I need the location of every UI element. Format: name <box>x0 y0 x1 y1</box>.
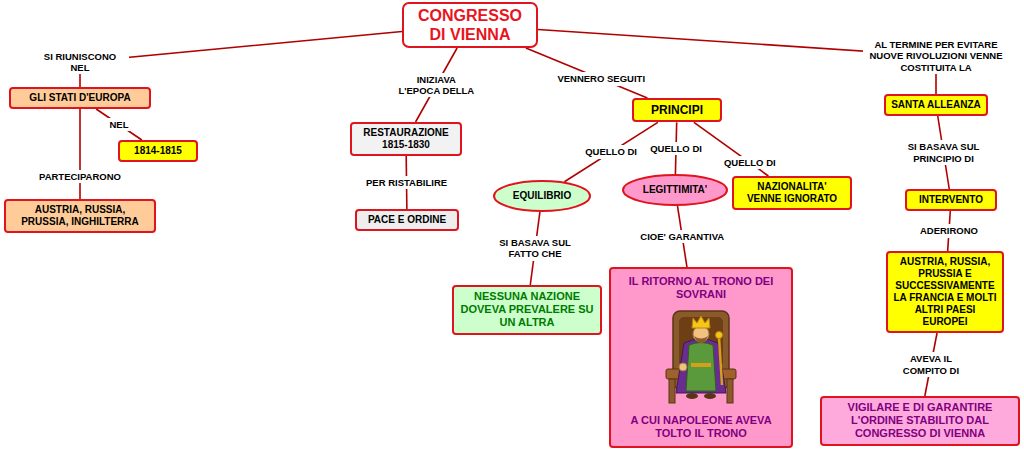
connector <box>96 109 142 140</box>
node-text: LEGITTIMITA' <box>634 184 716 196</box>
edge-label: SI BASAVA SUL FATTO CHE <box>493 236 577 261</box>
edge-label: CIOE' GARANTIVA <box>637 230 727 243</box>
topic-box: GLI STATI D'EUROPA <box>9 87 151 109</box>
edge-label: PARTECIPARONO <box>36 170 124 183</box>
edge-label: ADERIRONO <box>917 224 981 237</box>
ellipse-shape <box>623 175 727 205</box>
edge-label: SI BASAVA SUL PRINCIPIO DI <box>896 140 992 165</box>
node-text: A CUI NAPOLEONE AVEVA TOLTO IL TRONO <box>617 414 785 440</box>
node-text: RESTAURAZIONE 1815-1830 <box>357 127 455 151</box>
topic-box: NAZIONALITA' VENNE IGNORATO <box>732 176 852 210</box>
node-text: NESSUNA NAZIONE DOVEVA PREVALERE SU UN A… <box>459 290 595 330</box>
node-text: VIGILARE E DI GARANTIRE L'ORDINE STABILI… <box>827 401 1013 441</box>
node-text: PACE E ORDINE <box>362 214 452 226</box>
node-text: GLI STATI D'EUROPA <box>16 92 144 104</box>
node-text: NAZIONALITA' VENNE IGNORATO <box>739 181 845 205</box>
topic-box: AUSTRIA, RUSSIA, PRUSSIA, INGHILTERRA <box>4 199 156 233</box>
topic-box: SANTA ALLEANZA <box>884 94 988 116</box>
main-topic-box: CONGRESSO DI VIENNA <box>402 2 538 48</box>
node-text: CONGRESSO DI VIENNA <box>409 6 531 44</box>
edge-label: SI RIUNISCONO NEL <box>31 50 129 75</box>
picture-box: IL RITORNO AL TRONO DEI SOVRANI A CUI NAP… <box>609 267 793 448</box>
king-illustration <box>656 307 746 407</box>
edge-label: QUELLO DI <box>647 142 705 155</box>
connector <box>526 48 647 98</box>
node-text: SANTA ALLEANZA <box>891 99 981 111</box>
edge-label: NEL <box>107 118 132 131</box>
node-text: INTERVENTO <box>912 194 990 206</box>
date-box: 1814-1815 <box>118 140 198 162</box>
ellipse-shape <box>494 181 590 211</box>
principle-ellipse: EQUILIBRIO <box>493 180 591 212</box>
edge-label: QUELLO DI <box>721 156 779 169</box>
topic-box: VIGILARE E DI GARANTIRE L'ORDINE STABILI… <box>820 396 1020 446</box>
connector <box>564 122 657 181</box>
topic-box: RESTAURAZIONE 1815-1830 <box>350 122 462 156</box>
topic-box: NESSUNA NAZIONE DOVEVA PREVALERE SU UN A… <box>452 285 602 335</box>
edge-label: PER RISTABILIRE <box>363 176 450 189</box>
edge-label: INIZIAVA L'EPOCA DELLA <box>393 73 479 98</box>
connector <box>79 109 81 199</box>
node-text: EQUILIBRIO <box>505 190 579 202</box>
edge-label: AL TERMINE PER EVITARE NUOVE RIVOLUZIONI… <box>863 38 1009 74</box>
edge-label: VENNERO SEGUITI <box>554 72 648 85</box>
node-text: 1814-1815 <box>125 145 191 157</box>
principle-ellipse: LEGITTIMITA' <box>622 174 728 206</box>
topic-box: PACE E ORDINE <box>355 209 459 231</box>
node-text: AUSTRIA, RUSSIA, PRUSSIA, INGHILTERRA <box>11 204 149 228</box>
node-text: IL RITORNO AL TRONO DEI SOVRANI <box>617 275 785 301</box>
topic-box: INTERVENTO <box>905 189 997 211</box>
topic-box: PRINCIPI <box>632 98 722 122</box>
edge-label: QUELLO DI <box>582 145 640 158</box>
topic-box: AUSTRIA, RUSSIA, PRUSSIA E SUCCESSIVAMEN… <box>886 251 1004 333</box>
node-text: PRINCIPI <box>639 103 715 117</box>
node-text: AUSTRIA, RUSSIA, PRUSSIA E SUCCESSIVAMEN… <box>893 256 997 328</box>
edge-label: AVEVA IL COMPITO DI <box>893 352 969 377</box>
